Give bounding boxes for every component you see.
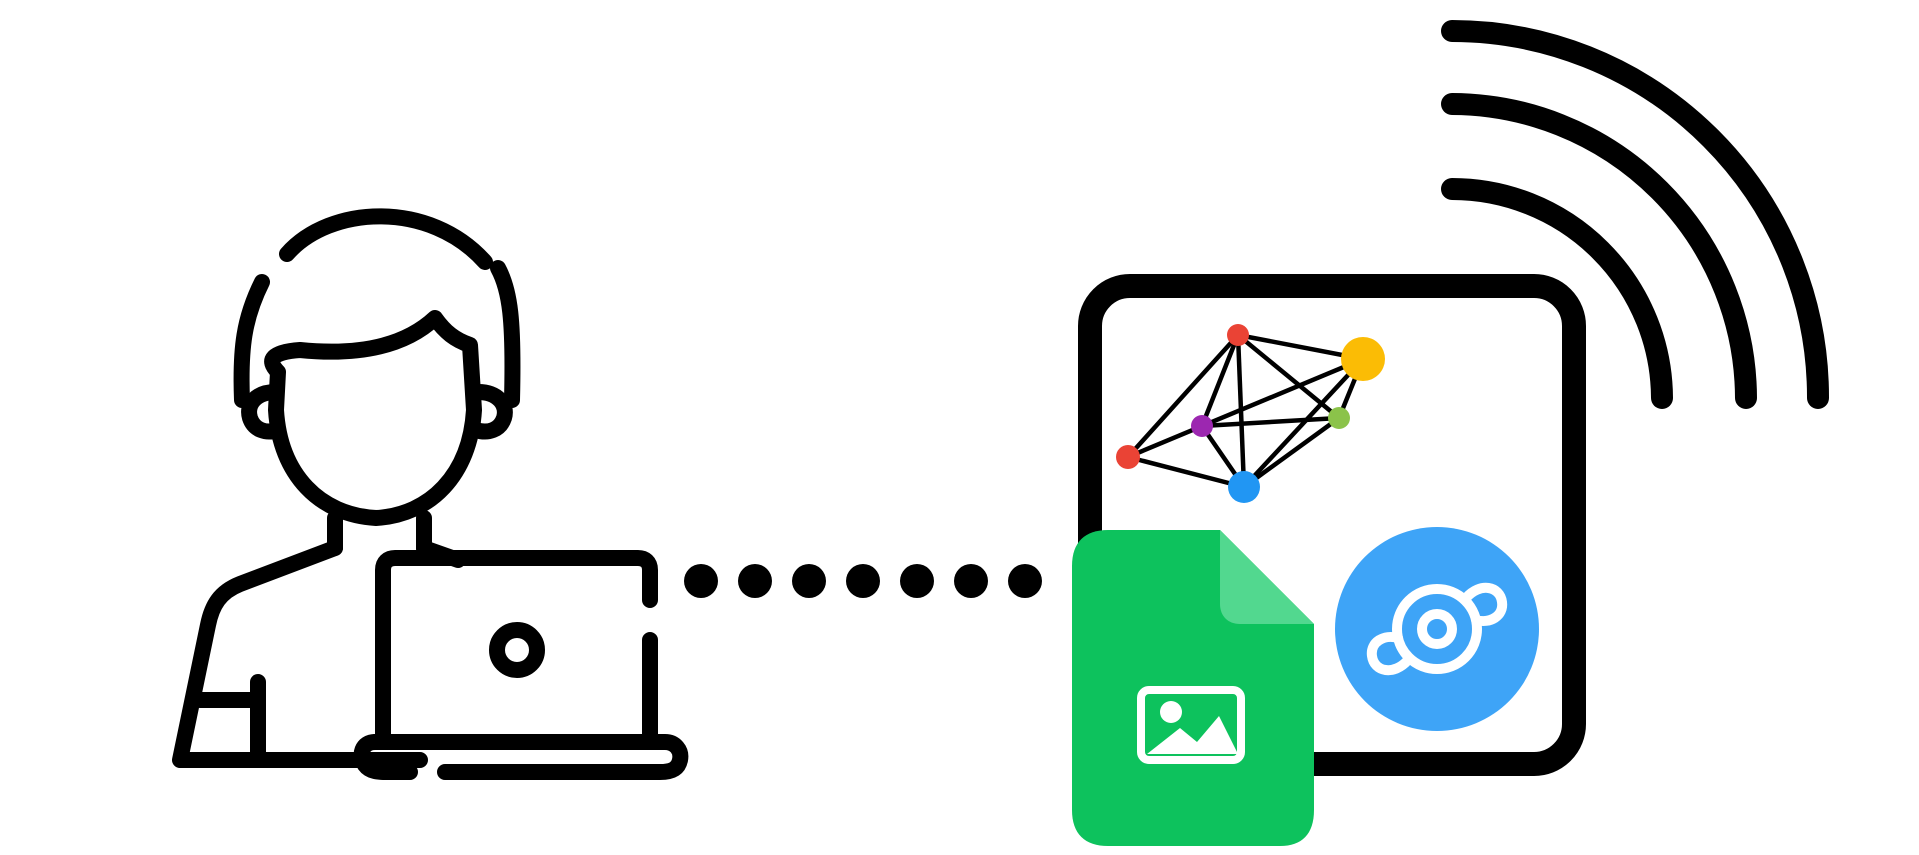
connector-dot — [684, 564, 718, 598]
graph-node — [1116, 445, 1140, 469]
connector-dot — [846, 564, 880, 598]
graph-node — [1341, 337, 1385, 381]
image-file-icon — [1072, 530, 1314, 846]
connector-dot — [738, 564, 772, 598]
connector-dot — [954, 564, 988, 598]
connector-dot — [792, 564, 826, 598]
dotted-connector — [684, 564, 1042, 598]
graph-node — [1191, 415, 1213, 437]
graph-node — [1227, 324, 1249, 346]
connector-dot — [1008, 564, 1042, 598]
graph-node — [1228, 471, 1260, 503]
graph-node — [1328, 407, 1350, 429]
helium-logo-icon — [1335, 527, 1539, 731]
user-with-laptop-icon — [172, 208, 689, 780]
wireless-signal-icon — [1441, 20, 1830, 409]
network-graph-icon — [1116, 324, 1385, 503]
connector-dot — [900, 564, 934, 598]
